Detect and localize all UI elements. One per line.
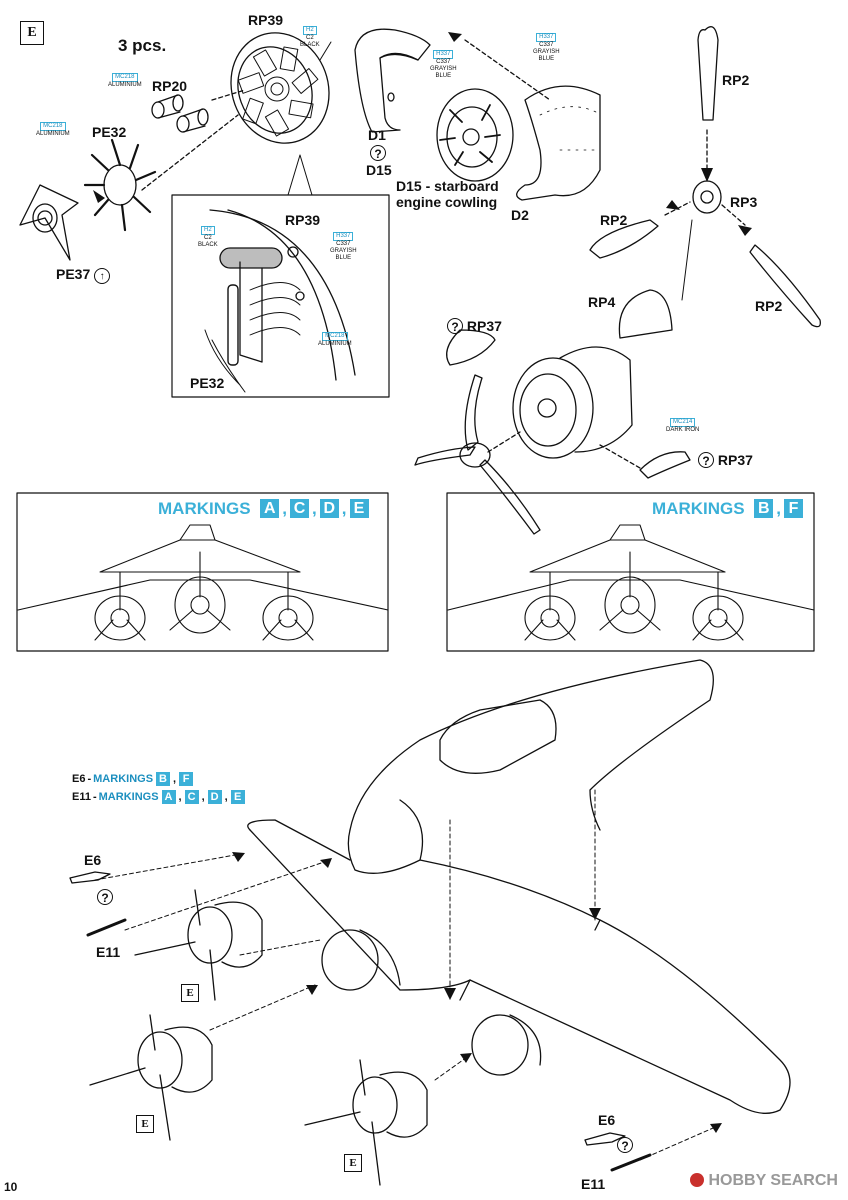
sub-step-badge: E (181, 984, 199, 1002)
marking-badge: C (183, 789, 200, 805)
label-rp37-bottom: ? RP37 (698, 452, 753, 468)
cowling-caption-1: D15 - starboard (396, 178, 499, 194)
front-view-right (447, 524, 815, 641)
qty-label: 3 pcs. (118, 36, 167, 55)
markings-title-right: MARKINGS B, F (652, 498, 805, 519)
note-e11-markings: E11 - MARKINGS A, C, D, E (72, 789, 246, 805)
label-pe37: PE37 ↑ (56, 266, 111, 284)
cowling-caption-2: engine cowling (396, 194, 498, 210)
paint-callout-aluminium: MC218 ALUMINIUM (108, 73, 142, 88)
label-rp20: RP20 (152, 78, 188, 94)
label-rp3: RP3 (730, 194, 758, 210)
detail-label-rp39: RP39 (285, 212, 321, 228)
watermark: HOBBY SEARCH (690, 1172, 838, 1190)
label-rp37-top: ? RP37 (447, 318, 502, 334)
label-e11-left: E11 (96, 944, 121, 960)
rotate-arrow-icon: ↑ (94, 268, 111, 284)
step-badge: E (20, 21, 44, 45)
aircraft-main (94, 659, 791, 1161)
label-e6-right: E6 (598, 1112, 616, 1128)
label-e6-left: E6 (84, 852, 102, 868)
watermark-logo-icon (690, 1173, 704, 1187)
cowling-d1 (354, 28, 431, 133)
marking-badge: B (753, 498, 775, 519)
detail-paint-aluminium: MC218 ALUMINIUM (318, 332, 352, 347)
optional-part-icon: ? (97, 889, 113, 907)
markings-frame-right (446, 492, 815, 652)
propeller-assembly (589, 26, 821, 339)
pe32-ring (83, 138, 157, 232)
label-d15: D15 (366, 162, 392, 178)
paint-callout-black: H2 C2 BLACK (300, 26, 320, 48)
cowling-d2 (516, 85, 601, 201)
engine-sub-1 (134, 889, 263, 1001)
paint-dark-iron: MC214 DARK IRON (666, 418, 700, 433)
engine-sub-3 (304, 1059, 428, 1186)
detail-label-pe32: PE32 (190, 375, 225, 391)
markings-frame-left (16, 492, 389, 652)
marking-badge: C (289, 498, 311, 519)
radial-engine-rp39 (230, 32, 332, 144)
page-number: 10 (4, 1180, 18, 1194)
detail-paint-grayish-blue: H337 C337 GRAYISH BLUE (330, 232, 357, 261)
marking-badge: F (783, 498, 805, 519)
sub-step-badge: E (136, 1115, 154, 1133)
rp20-parts (151, 89, 246, 133)
marking-badge: E (348, 498, 370, 519)
paint-cowling-outer: H337 C337 GRAYISH BLUE (533, 33, 560, 62)
label-rp2-top: RP2 (722, 72, 750, 88)
marking-badge: D (318, 498, 340, 519)
label-rp2-left: RP2 (600, 212, 628, 228)
marking-badge: D (206, 789, 223, 805)
marking-badge: A (160, 789, 177, 805)
pe37-text: PE37 (56, 266, 91, 282)
marking-badge: F (178, 771, 195, 787)
note-e6-markings: E6 - MARKINGS B, F (72, 771, 195, 787)
optional-part-icon: ? (370, 145, 386, 163)
label-d1: D1 (368, 127, 386, 143)
label-rp4: RP4 (588, 294, 616, 310)
cowling-engine (436, 88, 514, 182)
label-d2: D2 (511, 207, 529, 223)
label-rp39: RP39 (248, 12, 284, 28)
optional-part-icon: ? (617, 1137, 633, 1155)
engine-assembly (414, 329, 691, 535)
engine-sub-2 (89, 1014, 213, 1141)
paint-callout-aluminium-2: MC218 ALUMINIUM (36, 122, 70, 137)
small-parts-e6-e11 (69, 871, 652, 1172)
label-e11-right: E11 (581, 1176, 606, 1192)
pe37-mount (19, 184, 79, 261)
label-pe32: PE32 (92, 124, 127, 140)
front-view-left (17, 524, 389, 641)
detail-paint-black: H2 C2 BLACK (198, 226, 218, 248)
detail-callout-frame (171, 194, 390, 398)
marking-badge: B (155, 771, 172, 787)
marking-badge: E (229, 789, 246, 805)
paint-cowling-inner: H337 C337 GRAYISH BLUE (430, 50, 457, 79)
marking-badge: A (259, 498, 281, 519)
sub-step-badge: E (344, 1154, 362, 1172)
markings-title-left: MARKINGS A, C, D, E (158, 498, 370, 519)
label-rp2-right: RP2 (755, 298, 783, 314)
